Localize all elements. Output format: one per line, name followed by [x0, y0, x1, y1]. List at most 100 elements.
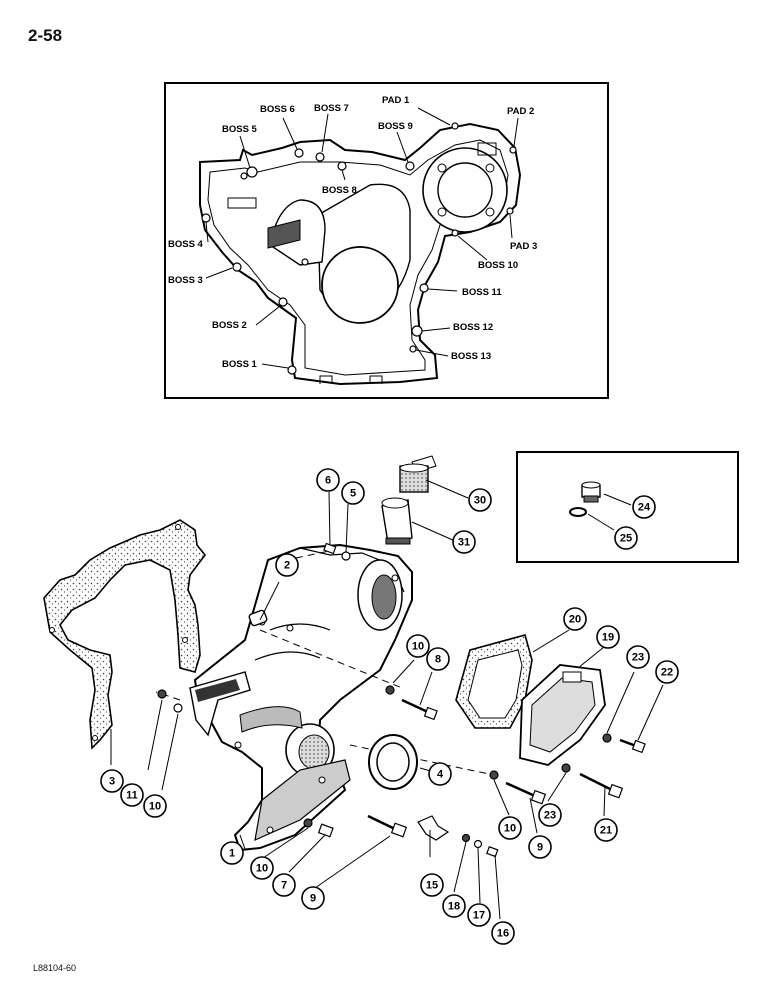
callout-circle [538, 803, 562, 827]
callout-circle [655, 660, 679, 684]
callout-c3: 3 [100, 769, 124, 793]
callout-circle [406, 634, 430, 658]
callout-c10c: 10 [406, 634, 430, 658]
callout-c31: 31 [452, 530, 476, 554]
callout-c23b: 23 [538, 803, 562, 827]
callout-circle [594, 818, 618, 842]
callout-circle [341, 481, 365, 505]
boss-7-label: BOSS 7 [314, 103, 349, 114]
callout-c16: 16 [491, 921, 515, 945]
callout-circle [596, 625, 620, 649]
crankshaft-oil-seal [368, 734, 418, 790]
boss-11-label: BOSS 11 [462, 287, 502, 298]
callout-c4: 4 [428, 762, 452, 786]
callout-c10b: 10 [250, 856, 274, 880]
fasteners [157, 542, 646, 858]
callout-c15: 15 [420, 873, 444, 897]
callout-circle [272, 873, 296, 897]
callout-c19: 19 [596, 625, 620, 649]
boss-3-label: BOSS 3 [168, 275, 203, 286]
callout-circle [143, 794, 167, 818]
boss-13-label: BOSS 13 [451, 351, 491, 362]
callout-number: 10 [504, 823, 516, 835]
callout-circle [467, 903, 491, 927]
callout-c9a: 9 [301, 886, 325, 910]
callout-number: 25 [620, 533, 632, 545]
callout-number: 7 [281, 880, 287, 892]
boss-9-label: BOSS 9 [378, 121, 413, 132]
callout-number: 11 [126, 790, 138, 802]
callout-number: 15 [426, 880, 438, 892]
callout-circle [420, 873, 444, 897]
callout-c6: 6 [316, 468, 340, 492]
boss-6-label: BOSS 6 [260, 104, 295, 115]
callout-c24: 24 [632, 495, 656, 519]
callout-circle [428, 762, 452, 786]
callout-c9b: 9 [528, 835, 552, 859]
part-callouts: 1234567899101010101115161718192021222323… [100, 468, 679, 945]
callout-circle [100, 769, 124, 793]
callout-number: 18 [448, 901, 460, 913]
timing-gear-cover [189, 543, 413, 852]
callout-c20: 20 [563, 607, 587, 631]
callout-circle [528, 835, 552, 859]
plug-part [581, 481, 601, 503]
callout-circle [498, 816, 522, 840]
callout-c11: 11 [120, 783, 144, 807]
boss-inset: BOSS 1 BOSS 2 BOSS 3 BOSS 4 BOSS 5 BOSS … [164, 82, 609, 399]
callout-number: 31 [458, 537, 470, 549]
callout-number: 10 [412, 641, 424, 653]
pad-2-label: PAD 2 [507, 106, 534, 117]
pump-gasket [455, 634, 533, 729]
callout-circle [220, 841, 244, 865]
callout-number: 4 [437, 769, 444, 781]
oil-filler-cap [399, 455, 437, 493]
cover-gasket [43, 519, 207, 750]
figure-code: L88104-60 [33, 963, 77, 973]
callout-number: 23 [544, 810, 556, 822]
callout-circle [468, 488, 492, 512]
callout-number: 6 [325, 475, 331, 487]
callout-c18: 18 [442, 894, 466, 918]
callout-c21: 21 [594, 818, 618, 842]
callout-number: 23 [632, 652, 644, 664]
callout-circle [626, 645, 650, 669]
callout-c7: 7 [272, 873, 296, 897]
pad-3-label: PAD 3 [510, 241, 537, 252]
callout-number: 10 [149, 801, 161, 813]
callout-circle [614, 526, 638, 550]
callout-c23a: 23 [626, 645, 650, 669]
callout-number: 22 [661, 667, 673, 679]
callout-c5: 5 [341, 481, 365, 505]
boss-5-label: BOSS 5 [222, 124, 258, 135]
sealing-washer [569, 507, 587, 517]
callout-number: 9 [310, 893, 316, 905]
pump-cover-plate [519, 664, 606, 766]
boss-8-label: BOSS 8 [322, 185, 357, 196]
callout-c30: 30 [468, 488, 492, 512]
callout-number: 2 [284, 560, 290, 572]
callout-number: 3 [109, 776, 115, 788]
callout-number: 5 [350, 488, 356, 500]
boss-10-label: BOSS 10 [478, 260, 518, 271]
boss-1-label: BOSS 1 [222, 359, 258, 370]
oil-filler-tube [381, 497, 413, 545]
callout-circle [442, 894, 466, 918]
plug-inset [516, 451, 739, 563]
callout-number: 17 [473, 910, 485, 922]
callout-number: 1 [229, 848, 235, 860]
callout-c8: 8 [426, 647, 450, 671]
callout-number: 16 [497, 928, 509, 940]
callout-circle [452, 530, 476, 554]
callout-number: 8 [435, 654, 441, 666]
callout-c10d: 10 [498, 816, 522, 840]
callout-circle [563, 607, 587, 631]
callout-c17: 17 [467, 903, 491, 927]
page-number: 2-58 [28, 26, 63, 45]
callout-circle [275, 553, 299, 577]
callout-number: 21 [600, 825, 612, 837]
callout-circle [426, 647, 450, 671]
callout-circle [316, 468, 340, 492]
boss-4-label: BOSS 4 [168, 239, 204, 250]
boss-2-label: BOSS 2 [212, 320, 247, 331]
